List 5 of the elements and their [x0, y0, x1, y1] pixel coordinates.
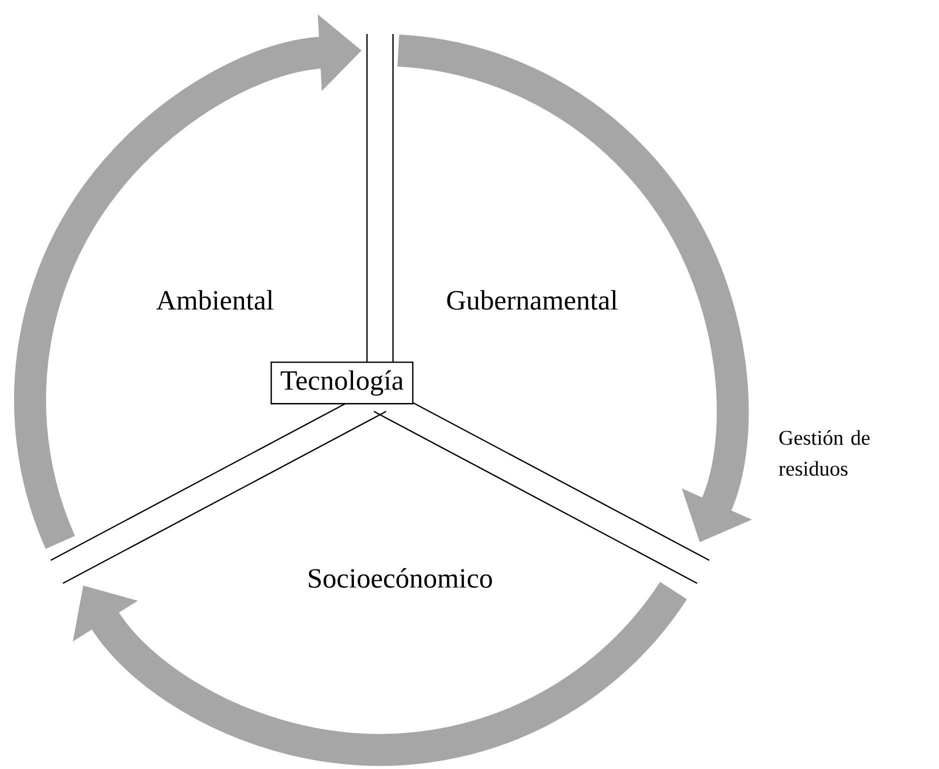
sector-label: Ambiental	[156, 290, 274, 310]
center-box: Tecnología	[270, 362, 414, 404]
side-note: Gestión de residuos	[778, 430, 870, 476]
sector-label: Socioecónomico	[308, 568, 492, 588]
sector-label: Gubernamental	[447, 290, 618, 310]
